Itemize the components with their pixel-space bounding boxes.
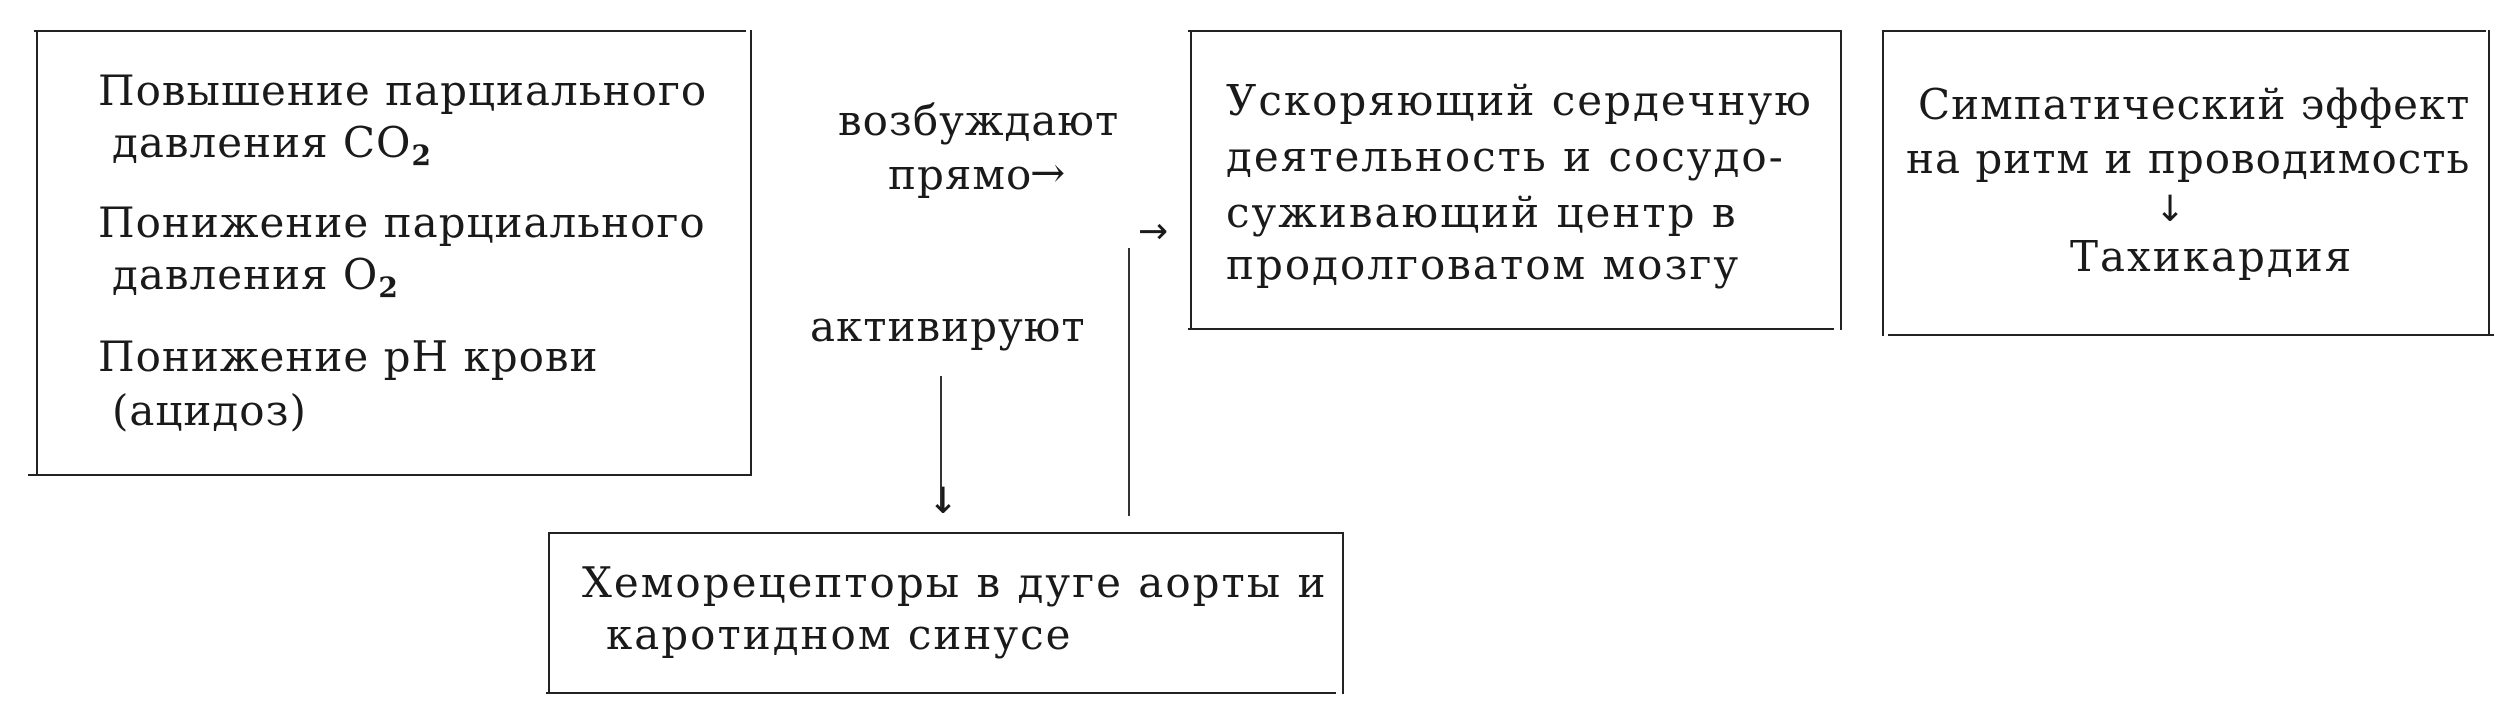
factor-co2-line2: давления CO2 <box>112 118 432 173</box>
factor-co2-subscript: 2 <box>411 139 432 172</box>
connector-chemo-line <box>1128 248 1130 516</box>
factor-ph-line1: Понижение pH крови <box>98 332 599 381</box>
effect-box <box>1882 30 2494 336</box>
factors-box <box>28 30 752 476</box>
arrow-right-icon: → <box>1138 211 1169 252</box>
factor-ph-line2: (ацидоз) <box>112 386 307 435</box>
center-line4: продолговатом мозгу <box>1226 240 1741 289</box>
center-box <box>1188 30 1842 330</box>
label-direct: прямо <box>888 150 1033 199</box>
center-line2: деятельность и сосудо- <box>1226 132 1785 181</box>
factor-o2-text: давления O <box>112 250 379 299</box>
effect-line1: Симпатический эффект <box>1918 80 2471 129</box>
arrow-right-icon: → <box>1030 148 1067 197</box>
factor-co2-text: давления CO <box>112 118 412 167</box>
connector-activate-line <box>940 376 942 510</box>
center-line1: Ускоряющий сердечную <box>1226 76 1813 125</box>
effect-line2: на ритм и проводимость <box>1906 134 2471 183</box>
center-line3: суживающий центр в <box>1226 188 1738 237</box>
factor-o2-subscript: 2 <box>378 271 399 304</box>
label-excite: возбуждают <box>838 96 1120 145</box>
arrow-down-icon: ↓ <box>2155 189 2186 230</box>
label-activate: активируют <box>810 302 1086 351</box>
chemoreceptor-line1: Хеморецепторы в дуге аорты и <box>582 558 1328 607</box>
factor-o2-line2: давления O2 <box>112 250 399 305</box>
factor-co2-line1: Повышение парциального <box>98 66 708 115</box>
arrow-down-icon: ↓ <box>928 481 959 522</box>
chemoreceptor-box <box>546 532 1344 694</box>
factor-o2-line1: Понижение парциального <box>98 198 706 247</box>
chemoreceptor-line2: каротидном синусе <box>606 610 1073 659</box>
effect-result: Тахикардия <box>2070 232 2354 281</box>
